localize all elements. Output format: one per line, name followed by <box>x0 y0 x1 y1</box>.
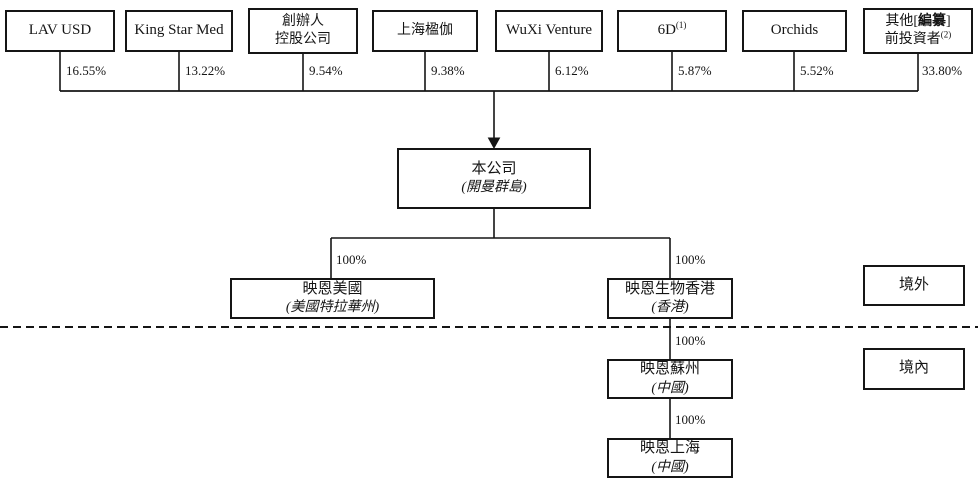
shareholder-name-line2: 控股公司 <box>275 32 331 47</box>
entity-location: (中國) <box>651 459 689 475</box>
shareholder-name-line2: 前投資者(2) <box>884 29 952 47</box>
percentage-label: 5.87% <box>678 63 712 78</box>
redacted-tag: 編纂 <box>918 14 946 30</box>
ownership-label-us: 100% <box>336 252 367 267</box>
region-box-offshore: 境外 <box>863 265 965 306</box>
shareholder-name: 上海楹伽 <box>397 23 453 39</box>
footnote-marker-2: (2) <box>940 29 952 40</box>
entity-location: (美國特拉華州) <box>285 300 380 316</box>
company-box-cayman: 本公司 (開曼群島) <box>397 148 591 209</box>
shareholder-box-6d: 6D(1) <box>617 10 727 52</box>
ownership-label-suzhou: 100% <box>675 333 706 348</box>
percentage-label: 16.55% <box>66 63 107 78</box>
region-label: 境外 <box>898 276 929 293</box>
subsidiary-box-duality-us: 映恩美國 (美國特拉華州) <box>230 278 435 319</box>
shareholder-box-orchids: Orchids <box>742 10 847 52</box>
shareholder-name: Orchids <box>770 22 819 39</box>
footnote-marker-1: (1) <box>675 20 687 31</box>
region-label: 境內 <box>898 360 929 377</box>
shareholder-box-shanghai-yingjia: 上海楹伽 <box>372 10 478 52</box>
entity-location: (中國) <box>651 380 689 396</box>
percentage-label: 9.54% <box>309 63 343 78</box>
entity-location: (香港) <box>651 300 689 316</box>
shareholder-box-wuxi-venture: WuXi Venture <box>495 10 603 52</box>
entity-name: 映恩上海 <box>639 440 700 457</box>
shareholder-name: 6D(1) <box>657 20 687 39</box>
ownership-label-hk: 100% <box>675 252 706 267</box>
percentage-label: 6.12% <box>555 63 589 78</box>
entity-name: 本公司 <box>471 160 517 177</box>
subsidiary-box-duality-suzhou: 映恩蘇州 (中國) <box>607 359 733 399</box>
entity-name: 映恩生物香港 <box>624 280 715 297</box>
entity-location: (開曼群島) <box>461 180 527 196</box>
shareholder-name: King Star Med <box>134 22 224 39</box>
shareholder-name-line1: 其他[編纂] <box>885 14 951 30</box>
percentage-label: 33.80% <box>922 63 963 78</box>
subsidiary-box-duality-hk: 映恩生物香港 (香港) <box>607 278 733 319</box>
shareholder-box-lav-usd: LAV USD <box>5 10 115 52</box>
percentage-label: 5.52% <box>800 63 834 78</box>
shareholder-box-founder-holdco: 創辦人 控股公司 <box>248 8 358 54</box>
percentage-label: 13.22% <box>185 63 226 78</box>
shareholder-name: WuXi Venture <box>505 22 593 39</box>
shareholder-name: LAV USD <box>28 22 92 39</box>
region-box-onshore: 境內 <box>863 348 965 390</box>
subsidiary-box-duality-shanghai: 映恩上海 (中國) <box>607 438 733 478</box>
ownership-label-shanghai: 100% <box>675 412 706 427</box>
percentage-label: 9.38% <box>431 63 465 78</box>
entity-name: 映恩蘇州 <box>639 361 700 378</box>
shareholder-name-line1: 創辦人 <box>282 14 324 30</box>
shareholder-box-other-pre-investors: 其他[編纂] 前投資者(2) <box>863 8 973 54</box>
entity-name: 映恩美國 <box>302 280 363 297</box>
shareholder-box-king-star-med: King Star Med <box>125 10 233 52</box>
